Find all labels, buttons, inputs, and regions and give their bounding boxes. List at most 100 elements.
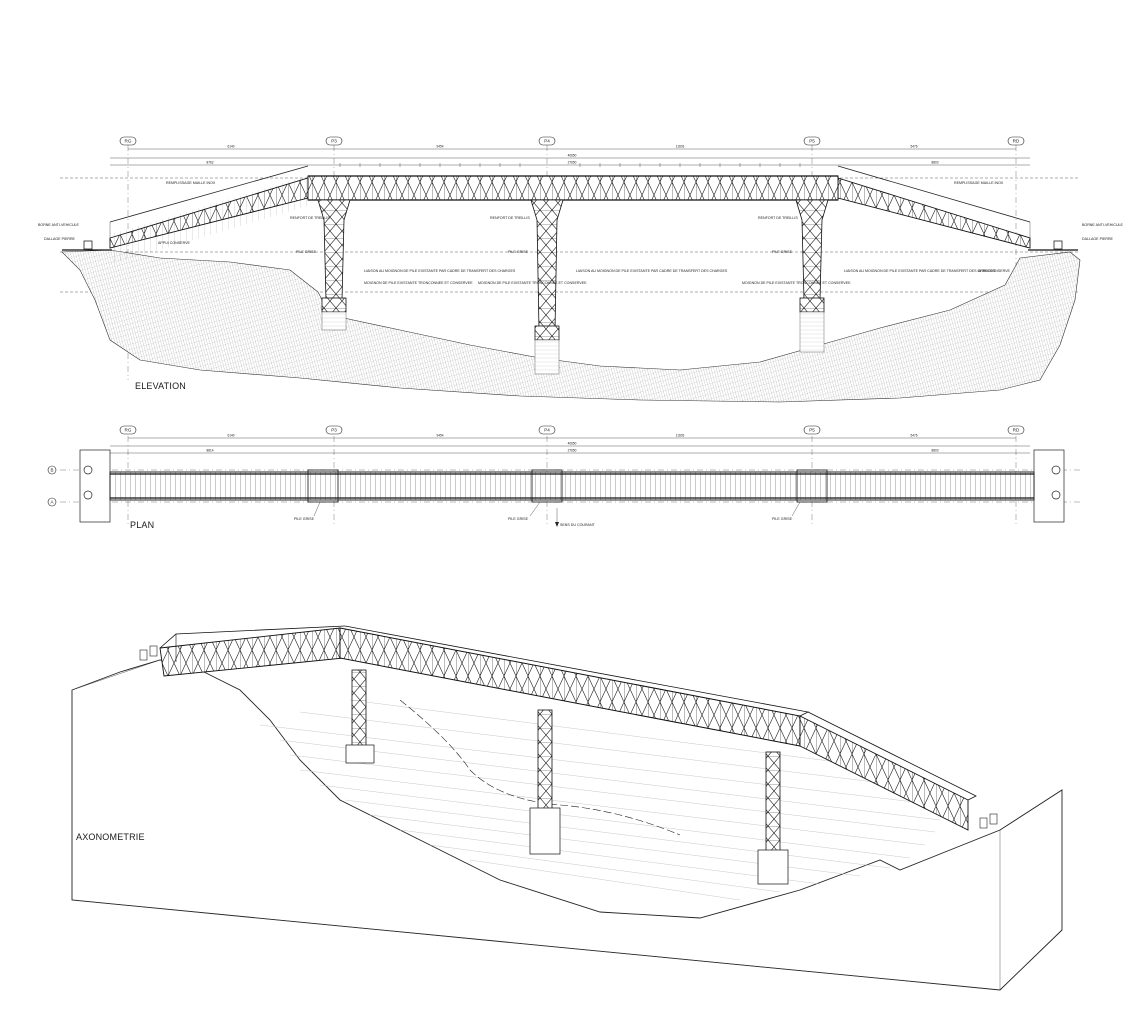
svg-text:RENFORT DE TREILLIS: RENFORT DE TREILLIS <box>758 216 798 220</box>
plan-left-abutment <box>79 449 111 523</box>
svg-text:PILE GRISE: PILE GRISE <box>772 250 793 254</box>
svg-text:27650: 27650 <box>568 449 577 453</box>
axonometric-view: AXONOMETRIE <box>71 625 1063 991</box>
plan-title: PLAN <box>130 520 154 530</box>
svg-text:MOIGNON DE PILE EXISTANTE TRON: MOIGNON DE PILE EXISTANTE TRONCONNEE ET … <box>478 281 587 285</box>
svg-text:RG: RG <box>125 428 132 433</box>
svg-text:SENS DU COURANT: SENS DU COURANT <box>560 523 596 527</box>
svg-text:6140: 6140 <box>227 145 234 149</box>
plan-axis-bubble-p5: P5 <box>803 425 821 435</box>
svg-text:5476: 5476 <box>910 145 917 149</box>
plan-pier-zone-p4 <box>531 469 563 503</box>
svg-text:P3: P3 <box>331 428 337 433</box>
axono-pier-p3 <box>345 669 375 764</box>
svg-text:PILE GRISE: PILE GRISE <box>508 250 529 254</box>
elevation-right-abutment <box>1028 240 1078 251</box>
plan-axis-bubble-rg: RG <box>119 425 137 435</box>
elevation-left-abutment <box>62 240 112 251</box>
plan-pier-zone-p3 <box>307 469 339 503</box>
svg-text:P5: P5 <box>809 139 815 144</box>
plan-right-abutment <box>1033 449 1065 523</box>
plan-row-tag-a: A <box>47 497 57 507</box>
svg-text:MOIGNON DE PILE EXISTANTE TRON: MOIGNON DE PILE EXISTANTE TRONCONNEE ET … <box>742 281 851 285</box>
svg-text:5476: 5476 <box>910 434 917 438</box>
svg-text:RD: RD <box>1013 139 1020 144</box>
svg-text:RENFORT DE TREILLIS: RENFORT DE TREILLIS <box>490 216 530 220</box>
axonometrie-title: AXONOMETRIE <box>76 832 145 842</box>
svg-text:PILE GRISE: PILE GRISE <box>294 517 315 521</box>
svg-text:9454: 9454 <box>436 434 443 438</box>
plan-axis-lines <box>60 436 1080 525</box>
axono-pier-p5 <box>757 751 789 885</box>
svg-text:DALLAGE PIERRE: DALLAGE PIERRE <box>1082 237 1114 241</box>
elevation-right-ramp <box>837 165 1031 249</box>
axono-right-bollards <box>979 813 998 829</box>
elevation-dimension-chain: 6140 9454 11603 5476 40650 27650 8762 88… <box>110 145 1030 167</box>
elevation-pier-p4 <box>530 199 564 375</box>
elevation-axis-bubble-rg: RG <box>119 136 137 146</box>
elevation-pier-p3 <box>317 199 351 331</box>
axono-pier-p4 <box>529 709 561 855</box>
svg-text:8814: 8814 <box>206 449 213 453</box>
svg-text:RD: RD <box>1013 428 1020 433</box>
svg-text:8762: 8762 <box>206 161 213 165</box>
svg-text:A: A <box>50 500 54 505</box>
elevation-axis-bubble-p3: P3 <box>325 136 343 146</box>
elevation-dimension-ticks <box>339 163 801 167</box>
svg-text:27650: 27650 <box>568 161 577 165</box>
svg-text:MOIGNON DE PILE EXISTANTE TRON: MOIGNON DE PILE EXISTANTE TRONCONNEE ET … <box>364 281 473 285</box>
svg-text:P4: P4 <box>544 139 550 144</box>
svg-text:PILE GRISE: PILE GRISE <box>508 517 529 521</box>
axono-water-lines <box>259 699 941 901</box>
svg-text:9454: 9454 <box>436 145 443 149</box>
plan-annotations: PILE GRISE PILE GRISE PILE GRISE SENS DU… <box>294 501 801 527</box>
elevation-pier-p5 <box>795 199 829 353</box>
svg-text:11603: 11603 <box>676 145 685 149</box>
svg-text:RG: RG <box>125 139 132 144</box>
svg-text:BORNE ANTI-VEHICULE: BORNE ANTI-VEHICULE <box>1082 223 1124 227</box>
svg-text:40650: 40650 <box>568 442 577 446</box>
plan-axis-bubble-p4: P4 <box>538 425 556 435</box>
svg-text:LIAISON AU MOIGNON DE PILE EXI: LIAISON AU MOIGNON DE PILE EXISTANTE PAR… <box>576 269 728 273</box>
svg-text:8803: 8803 <box>931 449 938 453</box>
axono-left-ramp <box>159 625 346 677</box>
elevation-annotations: BORNE ANTI-VEHICULE DALLAGE PIERRE BORNE… <box>38 181 1124 285</box>
plan-axis-bubble-rd: RD <box>1007 425 1025 435</box>
elevation-view: RG P3 P4 P5 RD 6140 9454 11603 5476 4065… <box>38 136 1124 403</box>
elevation-axis-bubble-rd: RD <box>1007 136 1025 146</box>
axono-terrain-block <box>71 659 1063 991</box>
elevation-axis-bubble-p5: P5 <box>803 136 821 146</box>
svg-text:PILE GRISE: PILE GRISE <box>296 250 317 254</box>
svg-text:REMPLISSAGE MAILLE INOX: REMPLISSAGE MAILLE INOX <box>166 181 216 185</box>
axono-main-truss <box>339 625 810 747</box>
svg-text:40650: 40650 <box>568 154 577 158</box>
elevation-axis-bubble-p4: P4 <box>538 136 556 146</box>
axono-right-ramp <box>799 711 977 831</box>
plan-axis-bubble-p3: P3 <box>325 425 343 435</box>
elevation-title: ELEVATION <box>135 381 186 391</box>
plan-row-tag-b: B <box>47 465 57 475</box>
svg-text:PILE GRISE: PILE GRISE <box>772 517 793 521</box>
plan-deck <box>109 471 1035 501</box>
plan-pier-zone-p5 <box>796 469 828 503</box>
svg-text:REMPLISSAGE MAILLE INOX: REMPLISSAGE MAILLE INOX <box>954 181 1004 185</box>
svg-text:BORNE ANTI-VEHICULE: BORNE ANTI-VEHICULE <box>38 223 80 227</box>
svg-text:APPUI CONSERVE: APPUI CONSERVE <box>158 241 190 245</box>
svg-text:LIAISON AU MOIGNON DE PILE EXI: LIAISON AU MOIGNON DE PILE EXISTANTE PAR… <box>844 269 996 273</box>
svg-text:B: B <box>50 468 53 473</box>
svg-text:P5: P5 <box>809 428 815 433</box>
svg-text:8803: 8803 <box>931 161 938 165</box>
svg-text:11603: 11603 <box>676 434 685 438</box>
svg-text:6140: 6140 <box>227 434 234 438</box>
plan-view: RG P3 P4 P5 RD B A 6140 <box>47 425 1080 530</box>
elevation-main-truss <box>307 175 839 201</box>
svg-text:DALLAGE PIERRE: DALLAGE PIERRE <box>44 237 76 241</box>
axono-left-bollards <box>139 645 158 661</box>
svg-text:P3: P3 <box>331 139 337 144</box>
svg-text:P4: P4 <box>544 428 550 433</box>
svg-text:APPUI CONSERVE: APPUI CONSERVE <box>978 269 1010 273</box>
svg-text:RENFORT DE TREILLIS: RENFORT DE TREILLIS <box>290 216 330 220</box>
svg-text:LIAISON AU MOIGNON DE PILE EXI: LIAISON AU MOIGNON DE PILE EXISTANTE PAR… <box>364 269 516 273</box>
plan-dimension-chain: 6140 9454 11603 5476 40650 27650 8814 88… <box>110 434 1030 454</box>
